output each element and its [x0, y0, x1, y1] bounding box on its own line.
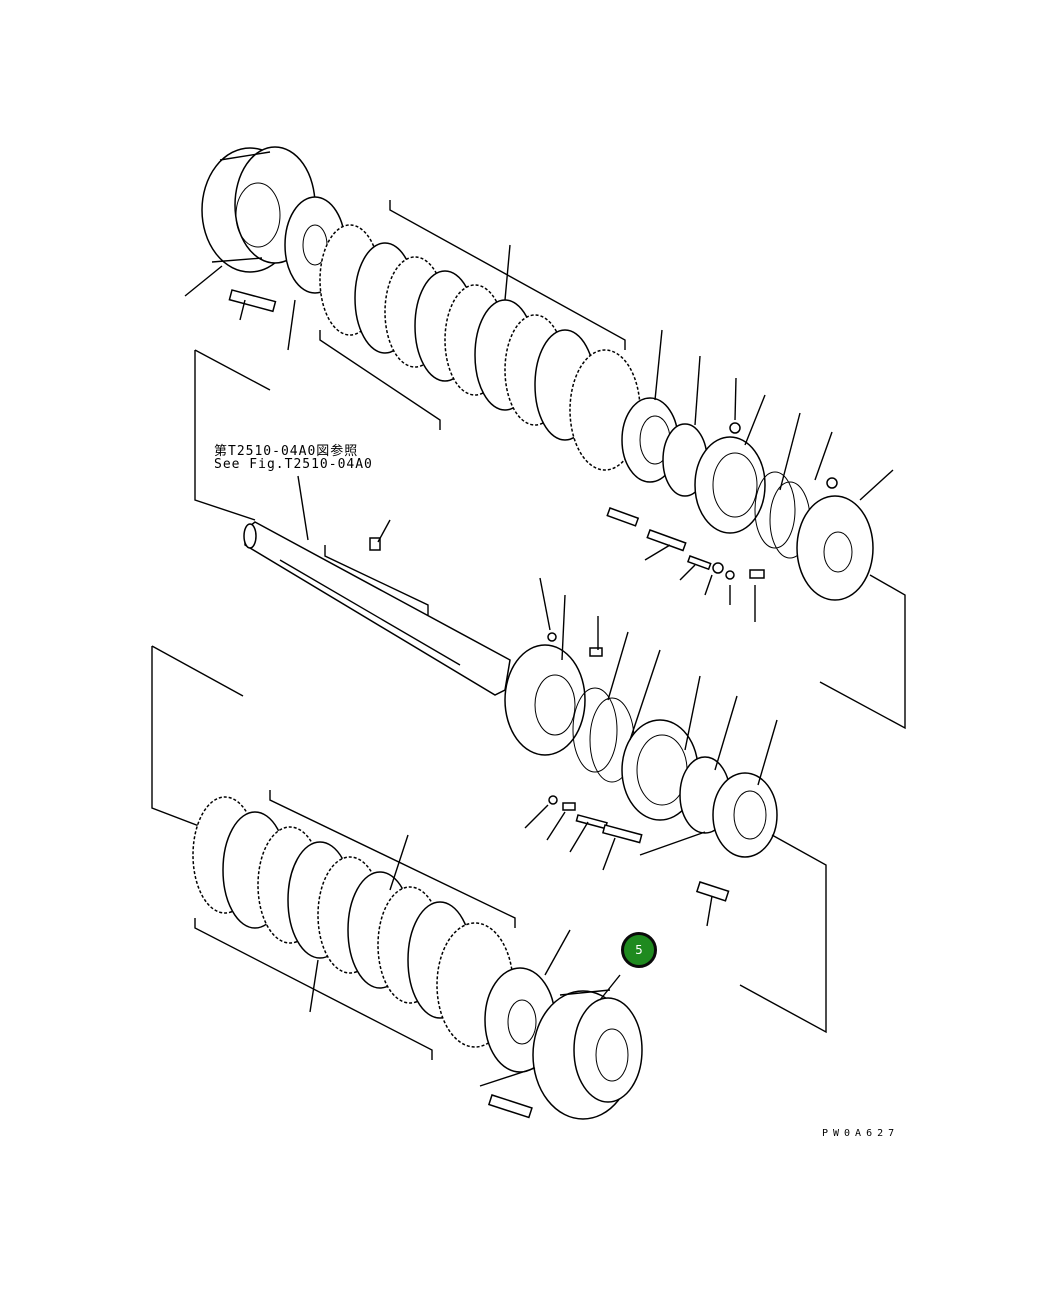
bottom-bracket-lines [194, 790, 571, 1060]
top-bolt [228, 289, 277, 313]
callout-5-leader [599, 974, 621, 1001]
top-bracket-lines [319, 200, 626, 430]
callout-5[interactable]: 5 [621, 932, 657, 968]
top-clutch-disc-stack [319, 224, 641, 471]
drawing-code: PW0A627 [822, 1128, 900, 1139]
reference-note-en: See Fig.T2510-04A0 [214, 457, 373, 472]
middle-leader-lines [524, 577, 778, 927]
bottom-bolt [479, 1067, 536, 1119]
top-leader-lines [184, 265, 894, 622]
top-piston-housing [796, 495, 874, 601]
shaft [243, 475, 511, 696]
middle-hub [712, 772, 778, 858]
top-group-bracket [194, 350, 256, 521]
top-springs-pins [606, 422, 838, 580]
top-piston [694, 436, 766, 534]
middle-piston-housing [504, 644, 586, 756]
bottom-clutch-drum [532, 989, 643, 1120]
middle-small-parts [547, 632, 730, 902]
reference-note-jp: 第T2510-04A0図参照 [214, 444, 359, 459]
